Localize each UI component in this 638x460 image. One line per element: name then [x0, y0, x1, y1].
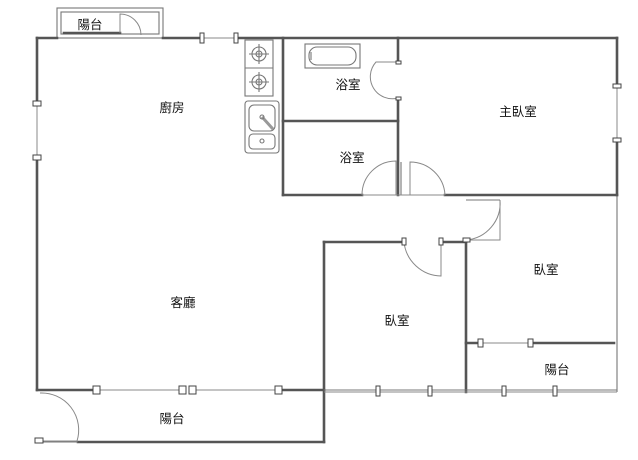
bedroom-middle-walls	[322, 237, 471, 444]
label-balcony-bottom: 陽台	[159, 411, 184, 426]
door-swing-icon	[465, 199, 501, 241]
sink-icon	[244, 100, 280, 154]
bottom-walls	[34, 385, 617, 444]
balcony-top-structure	[56, 7, 164, 39]
label-master-bedroom: 主臥室	[499, 104, 537, 119]
door-swing-icon	[39, 392, 80, 442]
stove-icon	[244, 39, 274, 97]
bathroom-walls	[281, 36, 619, 197]
label-balcony-top: 陽台	[77, 17, 102, 32]
door-swing-icon	[119, 13, 142, 36]
label-bath-lower: 浴室	[339, 150, 364, 165]
label-bedroom-right: 臥室	[533, 262, 558, 277]
bedroom-right-walls	[464, 338, 616, 348]
label-living-room: 客廳	[170, 295, 196, 310]
label-bath-upper: 浴室	[335, 77, 360, 92]
bathtub-icon	[304, 43, 361, 69]
label-balcony-right: 陽台	[544, 362, 569, 377]
door-swing-icon	[403, 241, 442, 277]
door-swing-icon	[361, 160, 397, 196]
door-swing-icon	[369, 61, 399, 100]
label-kitchen: 廚房	[159, 100, 184, 115]
door-swing-icon	[409, 161, 446, 196]
outer-walls	[32, 32, 622, 392]
label-bedroom-middle: 臥室	[384, 313, 409, 328]
